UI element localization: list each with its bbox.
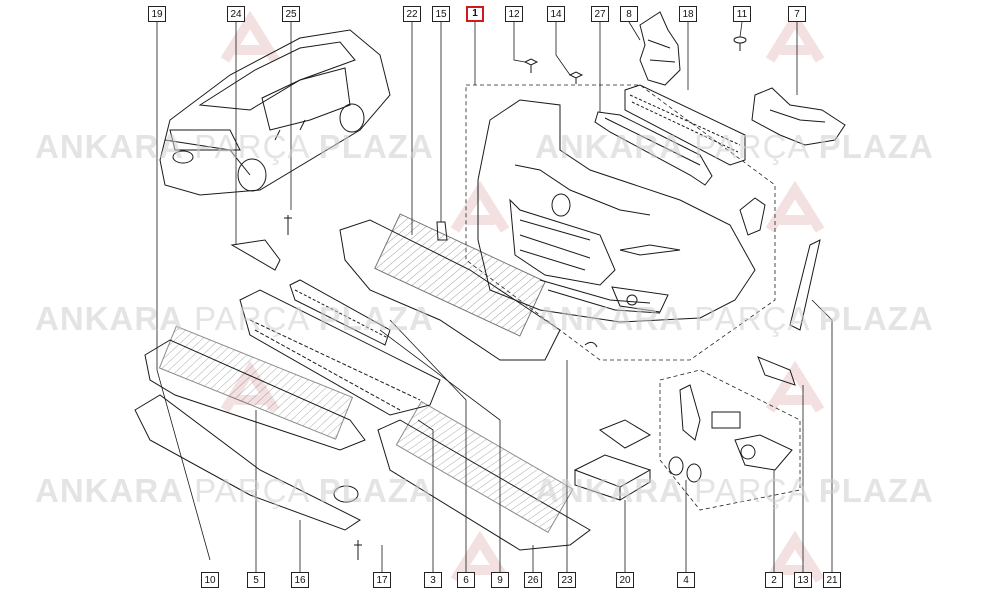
callout-13[interactable]: 13 [794,572,812,588]
leader-lines [156,21,833,572]
callout-11[interactable]: 11 [733,6,751,22]
watermark-row-3: ANKARA PARÇA PLAZA [35,472,434,509]
callout-17[interactable]: 17 [373,572,391,588]
callout-10[interactable]: 10 [201,572,219,588]
upper-grille [624,84,746,166]
callout-26[interactable]: 26 [524,572,542,588]
side-bracket [739,197,766,236]
bumper-cover [477,99,756,323]
callout-27[interactable]: 27 [591,6,609,22]
callout-23[interactable]: 23 [558,572,576,588]
callout-20[interactable]: 20 [616,572,634,588]
screw-17 [354,540,362,560]
bracket-7 [751,87,846,146]
energy-absorber [339,213,561,361]
screw-25 [284,215,292,235]
callout-12[interactable]: 12 [505,6,523,22]
callout-4[interactable]: 4 [677,572,695,588]
lower-grille [239,289,441,416]
clip-12 [523,58,539,73]
fog-bezel-right [711,411,793,471]
callout-2[interactable]: 2 [765,572,783,588]
upper-grille-strip [594,111,713,186]
clip-23 [584,341,598,348]
callout-22[interactable]: 22 [403,6,421,22]
trim-strip [134,394,361,531]
lower-grille-mesh [289,279,391,346]
car-illustration [159,29,391,196]
tow-cap [333,485,359,503]
callout-9[interactable]: 9 [491,572,509,588]
callout-19[interactable]: 19 [148,6,166,22]
clip-15 [436,221,448,241]
watermark-logos [220,10,825,583]
fixing-kit-box [573,419,652,501]
clip-13 [757,356,796,386]
callout-5[interactable]: 5 [247,572,265,588]
callout-25[interactable]: 25 [282,6,300,22]
undertray [144,325,366,451]
fog-bezel-left [668,384,702,483]
callout-6[interactable]: 6 [457,572,475,588]
callout-1-highlighted[interactable]: 1 [466,6,484,22]
watermark-row-1b: ANKARA PARÇA PLAZA [535,128,934,165]
clip-14 [568,71,584,84]
watermark-row-2: ANKARA PARÇA PLAZA [35,300,434,337]
lower-absorber [377,400,591,551]
callout-21[interactable]: 21 [823,572,841,588]
bracket-24 [230,239,281,271]
callout-8[interactable]: 8 [620,6,638,22]
callout-3[interactable]: 3 [424,572,442,588]
watermark-row-3b: ANKARA PARÇA PLAZA [535,472,934,509]
callout-16[interactable]: 16 [291,572,309,588]
callout-7[interactable]: 7 [788,6,806,22]
callout-15[interactable]: 15 [432,6,450,22]
bracket-8 [639,11,681,86]
callout-24[interactable]: 24 [227,6,245,22]
fastener-11 [733,36,747,51]
callout-14[interactable]: 14 [547,6,565,22]
watermark-row-1: ANKARA PARÇA PLAZA [35,128,434,165]
side-trim [789,239,821,331]
watermark-row-2b: ANKARA PARÇA PLAZA [535,300,934,337]
callout-18[interactable]: 18 [679,6,697,22]
